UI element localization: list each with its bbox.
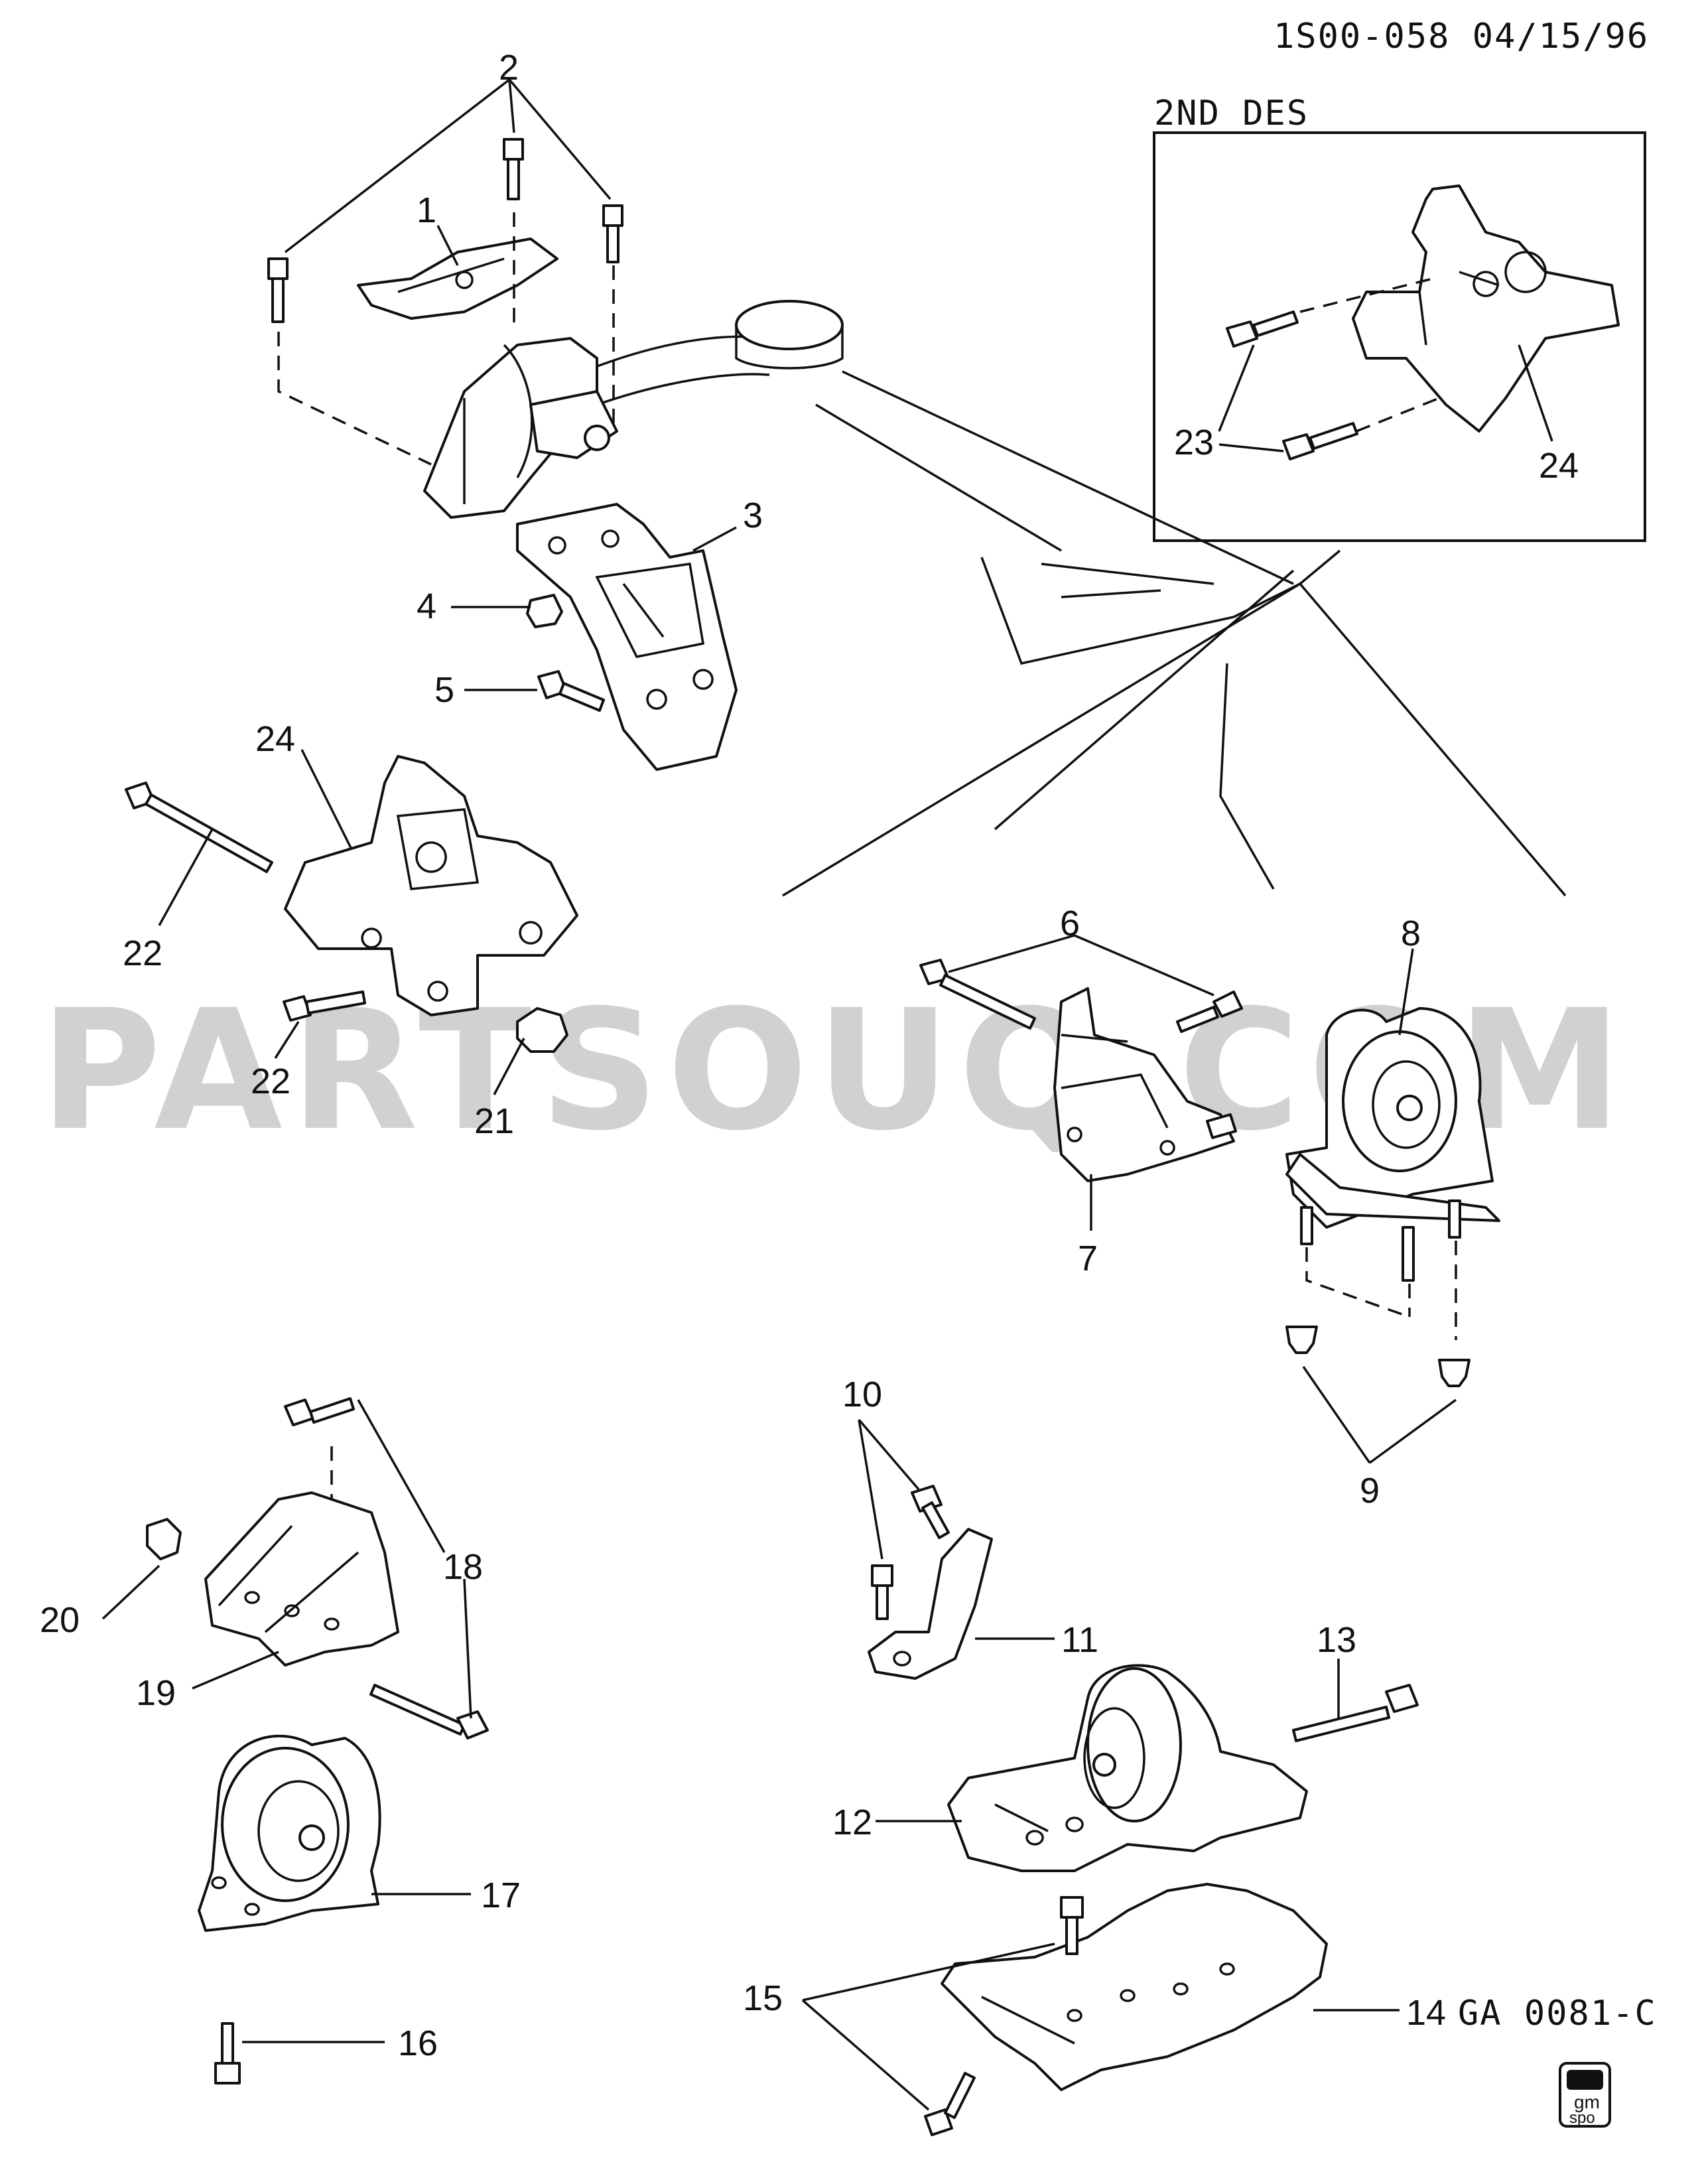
part-13-bolt: [1292, 1684, 1419, 1742]
callout-22: 22: [251, 1061, 291, 1101]
callout-19: 19: [136, 1673, 176, 1713]
part-24-bracket: [284, 755, 578, 1016]
part-20-nut: [146, 1518, 182, 1560]
callout-14: 14: [1406, 1993, 1446, 2033]
part-5-bolt: [537, 670, 605, 712]
inset-bracket-24: [1352, 184, 1620, 433]
engine-outline: [583, 300, 1567, 897]
callout-24: 24: [255, 719, 295, 759]
logo-text-gm: gm: [1574, 2092, 1600, 2112]
part-7-bracket: [1053, 987, 1237, 1182]
callout-11: 11: [1061, 1620, 1098, 1660]
callout-1: 1: [417, 190, 436, 230]
callout-10: 10: [842, 1375, 882, 1414]
callout-23: 22: [123, 933, 163, 973]
callout-9: 9: [1360, 1471, 1380, 1511]
part-10-bolts: [871, 1485, 950, 1620]
callout-2: 2: [499, 48, 519, 88]
document-code: 1S00-058 04/15/96: [1274, 17, 1649, 56]
part-15-bolts: [924, 1896, 1084, 2136]
callout-24-inset: 24: [1539, 446, 1579, 486]
part-3-bracket: [516, 503, 738, 771]
inset-bolt-upper: [1226, 310, 1299, 348]
logo-text-spo: spo: [1569, 2109, 1595, 2127]
callout-17: 17: [481, 1876, 521, 1915]
part-23-long-bolt: [125, 782, 273, 873]
part-16-bolt: [214, 2022, 241, 2084]
part-18-bolts: [284, 1397, 489, 1740]
part-14-bracket: [941, 1883, 1328, 2091]
part-17-mount: [198, 1734, 381, 1932]
part-8-mount: [1285, 1007, 1500, 1282]
part-21-bushing: [516, 1007, 568, 1053]
callout-21: 21: [474, 1101, 514, 1141]
part-11-bracket: [868, 1528, 993, 1680]
callout-3: 3: [743, 496, 763, 535]
callout-6: 6: [1060, 904, 1080, 943]
callout-18: 18: [443, 1547, 483, 1587]
part-2-bolts: [267, 138, 623, 466]
gm-spo-logo: gm spo: [1559, 2062, 1611, 2128]
part-22-bolt: [283, 990, 366, 1022]
callout-12: 12: [832, 1803, 872, 1842]
callout-7: 7: [1078, 1239, 1098, 1278]
part-4-nut: [526, 594, 563, 628]
part-19-bracket: [204, 1491, 399, 1667]
part-6-bolts: [919, 959, 1243, 1033]
part-9-nuts: [1285, 1326, 1470, 1387]
callout-22-inset: 23: [1174, 423, 1214, 462]
part-1-upper-mount: [357, 238, 618, 519]
callout-4: 4: [417, 586, 436, 626]
figure-code: GA 0081-C: [1458, 1994, 1657, 2033]
callout-16: 16: [398, 2023, 438, 2063]
inset-bolt-lower: [1282, 422, 1358, 460]
callout-13: 13: [1317, 1620, 1356, 1660]
second-design-inset: 2ND DES 23 24: [1153, 94, 1646, 542]
callout-5: 5: [434, 670, 454, 710]
inset-title: 2ND DES: [1154, 94, 1309, 133]
callout-15: 15: [743, 1978, 783, 2018]
callout-20: 20: [40, 1600, 80, 1640]
part-12-mount: [947, 1664, 1308, 1872]
callout-8: 8: [1401, 914, 1421, 953]
